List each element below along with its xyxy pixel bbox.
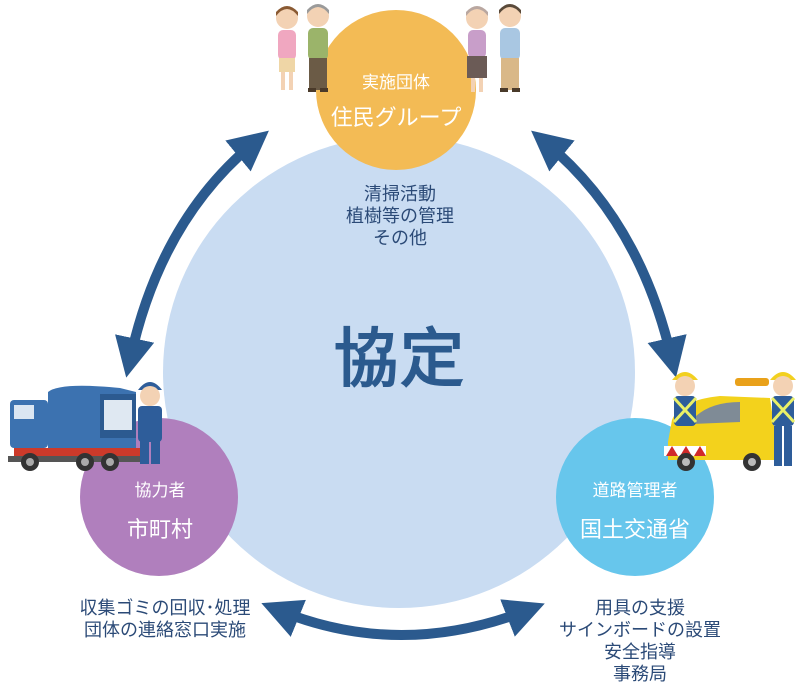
right-role-label: 道路管理者 <box>592 481 678 501</box>
top-circle <box>316 10 476 170</box>
left-role-label: 協力者 <box>134 481 186 501</box>
garbage-truck-icon <box>8 385 140 471</box>
top-activity-item: その他 <box>373 228 427 249</box>
road-worker-icon <box>672 372 796 466</box>
resident-couple-icon <box>276 4 329 92</box>
right-name-label: 国土交通省 <box>579 518 690 543</box>
resident-couple-icon <box>466 4 521 92</box>
right-activity-item: 安全指導 <box>604 642 676 663</box>
top-role-label: 実施団体 <box>362 73 430 93</box>
arrow-bottom <box>261 599 545 640</box>
right-activity-item: 用具の支援 <box>595 598 685 619</box>
top-activities: 清掃活動 植樹等の管理 その他 <box>300 184 500 250</box>
agreement-circle <box>163 136 635 608</box>
right-activity-item: 事務局 <box>613 664 667 685</box>
right-activities: 用具の支援 サインボードの設置 安全指導 事務局 <box>530 598 750 686</box>
top-name-label: 住民グループ <box>330 106 462 131</box>
arrow-top-left <box>115 130 269 378</box>
agreement-title: 協定 <box>334 323 466 397</box>
left-name-label: 市町村 <box>126 518 193 543</box>
right-activity-item: サインボードの設置 <box>559 620 721 641</box>
left-activity-item: 団体の連絡窓口実施 <box>84 620 246 641</box>
left-activities: 収集ゴミの回収･処理 団体の連絡窓口実施 <box>50 598 280 642</box>
top-activity-item: 清掃活動 <box>364 184 436 205</box>
top-activity-item: 植樹等の管理 <box>346 206 454 227</box>
left-activity-item: 収集ゴミの回収･処理 <box>79 598 251 619</box>
arrow-top-right <box>531 130 687 378</box>
sanitation-worker-icon <box>138 382 162 464</box>
